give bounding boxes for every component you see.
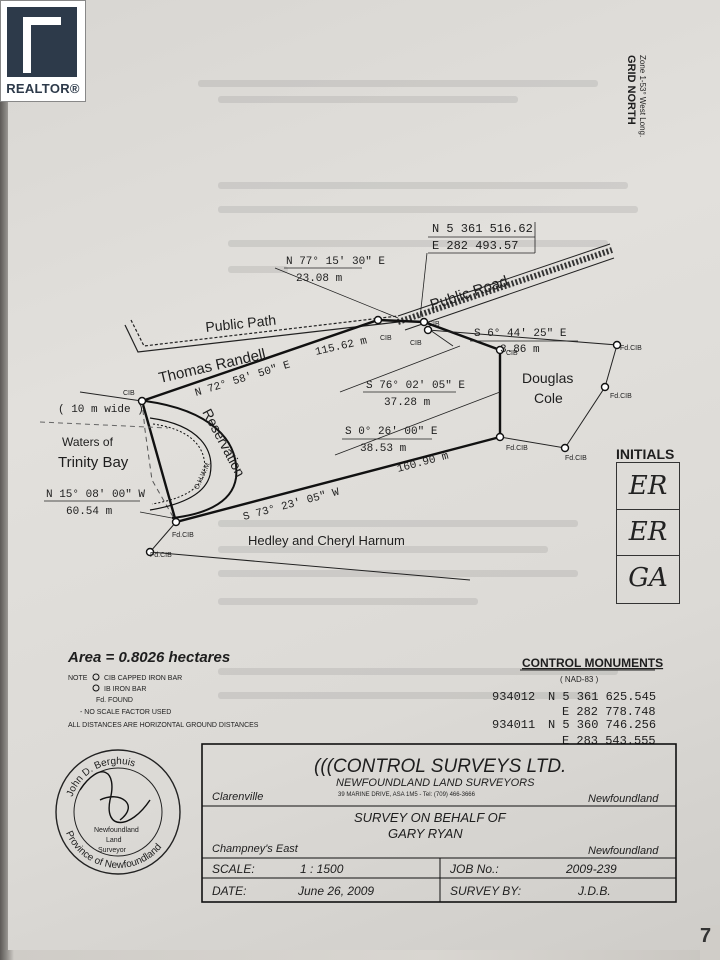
- svg-text:( NAD-83 ): ( NAD-83 ): [560, 675, 599, 684]
- svg-text:NOTE: NOTE: [68, 675, 88, 682]
- grid-north-text: GRID NORTH: [625, 55, 637, 125]
- area-label: Area = 0.8026 hectares: [67, 649, 230, 666]
- bearing-b4: S 76° 02' 05" E 37.28 m: [363, 380, 465, 409]
- svg-text:E 283 543.555: E 283 543.555: [562, 734, 656, 748]
- svg-text:38.53 m: 38.53 m: [360, 443, 407, 455]
- svg-text:934012: 934012: [492, 690, 535, 704]
- surveyor-initials: J.D.B.: [577, 884, 611, 898]
- realtor-watermark: REALTOR®: [0, 0, 86, 102]
- signature: [79, 771, 151, 824]
- grid-north-label: GRID NORTH Zone 1-53° West Long.: [625, 55, 647, 137]
- svg-text:CONTROL MONUMENTS: CONTROL MONUMENTS: [522, 656, 663, 670]
- svg-text:JOB No.:: JOB No.:: [449, 862, 499, 876]
- cib-labels: CIB CIB CIB CIB CIB Fd.CIB Fd.CIB Fd.CIB…: [123, 321, 642, 559]
- svg-text:SCALE:: SCALE:: [212, 862, 255, 876]
- svg-text:N 5 360 746.256: N 5 360 746.256: [548, 718, 656, 732]
- svg-text:37.28 m: 37.28 m: [384, 397, 431, 409]
- title-block: (((CONTROL SURVEYS LTD. NEWFOUNDLAND LAN…: [201, 743, 677, 903]
- svg-text:Fd. FOUND: Fd. FOUND: [96, 697, 133, 704]
- svg-text:23.08 m: 23.08 m: [296, 273, 343, 285]
- svg-text:Champney's East: Champney's East: [212, 843, 299, 855]
- svg-text:60.54 m: 60.54 m: [66, 506, 113, 518]
- initials-1: ER: [617, 463, 679, 510]
- ten-m-wide-label: ( 10 m wide ): [58, 404, 144, 416]
- svg-text:Fd.CIB: Fd.CIB: [610, 393, 632, 400]
- svg-text:N 5 361 625.545: N 5 361 625.545: [548, 690, 656, 704]
- bearing-b7: N 15° 08' 00" W 60.54 m: [44, 489, 145, 518]
- svg-text:E 282 778.748: E 282 778.748: [562, 705, 656, 719]
- svg-text:Fd.CIB: Fd.CIB: [565, 455, 587, 462]
- svg-text:3.86 m: 3.86 m: [500, 344, 540, 356]
- cole-label: Cole: [534, 390, 563, 406]
- company-name: (((CONTROL SURVEYS LTD.: [314, 756, 566, 777]
- grid-north-zone: Zone 1-53° West Long.: [638, 55, 647, 137]
- harnum-label: Hedley and Cheryl Harnum: [248, 533, 405, 548]
- public-path-line: [124, 321, 399, 353]
- svg-text:Fd.CIB: Fd.CIB: [172, 532, 194, 539]
- control-monuments: CONTROL MONUMENTS ( NAD-83 ) 934012 N 5 …: [492, 656, 663, 748]
- svg-text:CIB CAPPED IRON BAR: CIB CAPPED IRON BAR: [104, 675, 182, 682]
- svg-text:934011: 934011: [492, 718, 535, 732]
- survey-date: June 26, 2009: [297, 884, 374, 898]
- svg-text:- NO SCALE FACTOR USED: - NO SCALE FACTOR USED: [80, 709, 171, 716]
- bearing-b5: S 0° 26' 00" E 38.53 m: [342, 426, 438, 455]
- realtor-logo-icon: [7, 7, 77, 77]
- svg-text:S 0° 26' 00" E: S 0° 26' 00" E: [345, 426, 438, 438]
- reservation-outline: [144, 400, 238, 519]
- survey-paper: [8, 0, 720, 950]
- svg-text:E 282 493.57: E 282 493.57: [432, 239, 518, 253]
- svg-text:CIB: CIB: [123, 390, 135, 397]
- svg-text:John D. Berghuis: John D. Berghuis: [65, 756, 137, 798]
- svg-text:Fd.CIB: Fd.CIB: [506, 445, 528, 452]
- svg-text:SURVEY BY:: SURVEY BY:: [450, 884, 521, 898]
- initials-3: GA: [628, 563, 668, 593]
- svg-text:DATE:: DATE:: [212, 884, 246, 898]
- svg-text:Fd.CIB: Fd.CIB: [150, 552, 172, 559]
- svg-text:N 77° 15' 30" E: N 77° 15' 30" E: [286, 256, 385, 268]
- waters-of-label: Waters of: [62, 435, 114, 449]
- svg-text:Newfoundland: Newfoundland: [588, 793, 659, 805]
- svg-text:S 76° 02' 05" E: S 76° 02' 05" E: [366, 380, 465, 392]
- douglas-label: Douglas: [522, 370, 573, 386]
- svg-text:Fd.CIB: Fd.CIB: [620, 345, 642, 352]
- svg-text:CIB: CIB: [380, 335, 392, 342]
- svg-text:Clarenville: Clarenville: [212, 791, 263, 803]
- svg-text:Land: Land: [106, 837, 122, 844]
- bearing-b2: S 6° 44' 25" E 3.86 m: [470, 328, 578, 356]
- harnum-lot: [148, 521, 471, 581]
- company-subtitle: NEWFOUNDLAND LAND SURVEYORS: [336, 777, 535, 789]
- svg-text:CIB: CIB: [410, 340, 422, 347]
- company-address: 39 MARINE DRIVE, ASA 1M5 - Tel: (709) 46…: [338, 792, 476, 798]
- initials-title: INITIALS: [616, 446, 674, 462]
- trinity-bay-label: Trinity Bay: [58, 454, 129, 471]
- page-edge-number: 7: [700, 925, 720, 960]
- svg-text:IB IRON BAR: IB IRON BAR: [104, 686, 146, 693]
- coords-top-box: N 5 361 516.62 E 282 493.57: [428, 222, 536, 254]
- svg-text:ALL DISTANCES ARE HORIZONTAL G: ALL DISTANCES ARE HORIZONTAL GROUND DIST…: [68, 722, 259, 729]
- svg-text:N 5 361 516.62: N 5 361 516.62: [432, 222, 533, 236]
- legend-notes: NOTE CIB CAPPED IRON BAR IB IRON BAR Fd.…: [68, 673, 259, 729]
- surveyor-seal: John D. Berghuis Province of Newfoundlan…: [55, 749, 181, 875]
- bearing-b1: N 77° 15' 30" E 23.08 m: [284, 256, 385, 285]
- initials-box: ER ER GA: [616, 462, 680, 604]
- svg-text:CIB: CIB: [506, 350, 518, 357]
- realtor-text: REALTOR: [6, 81, 70, 96]
- svg-text:N 15° 08' 00" W: N 15° 08' 00" W: [46, 489, 145, 501]
- job-number: 2009-239: [565, 862, 617, 876]
- monument-markers: [137, 315, 622, 557]
- svg-text:CIB: CIB: [428, 321, 440, 328]
- svg-text:Newfoundland: Newfoundland: [588, 845, 659, 857]
- public-path-label: Public Path: [205, 312, 277, 335]
- initials-2: ER: [617, 509, 679, 556]
- svg-text:S 6° 44' 25" E: S 6° 44' 25" E: [474, 328, 567, 340]
- public-road: [397, 247, 613, 325]
- svg-text:Newfoundland: Newfoundland: [94, 827, 139, 834]
- scale-value: 1 : 1500: [300, 862, 344, 876]
- svg-text:Surveyor: Surveyor: [98, 847, 127, 854]
- client-name: GARY RYAN: [388, 826, 463, 841]
- survey-on-behalf: SURVEY ON BEHALF OF: [354, 810, 507, 825]
